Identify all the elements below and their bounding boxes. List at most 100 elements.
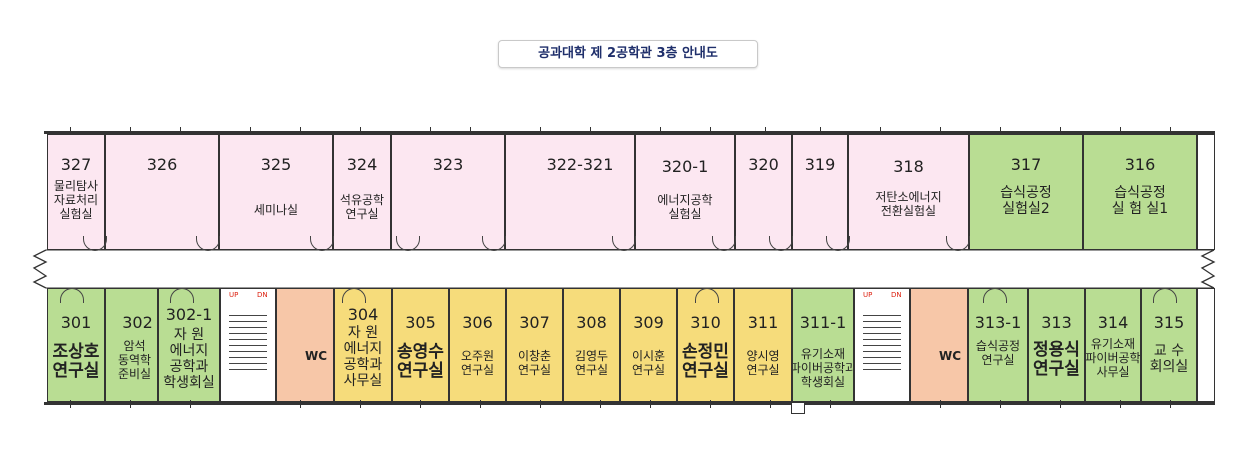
room-number: 317 — [1010, 155, 1042, 174]
room-309[interactable]: 309 이시훈 연구실 — [620, 288, 677, 402]
restroom-west[interactable]: WC — [276, 288, 334, 402]
wall-tick — [300, 127, 301, 135]
wall-tick — [940, 400, 941, 408]
room-320-1[interactable]: 320-1 에너지공학 실험실 — [635, 134, 735, 250]
wall-tick — [650, 400, 651, 408]
room-label: 손정민 연구실 — [682, 342, 729, 381]
stair-down-label: DN — [257, 291, 268, 299]
room-301[interactable]: 301 조상호 연구실 — [47, 288, 105, 402]
wall-tick — [1000, 400, 1001, 408]
wall-tick — [540, 400, 541, 408]
wall-tick — [70, 400, 71, 408]
map-title: 공과대학 제 2공학관 3층 안내도 — [498, 40, 758, 68]
wall-tick — [190, 400, 191, 408]
room-315[interactable]: 315 교 수 회의실 — [1141, 288, 1197, 402]
room-label: 습식공정 연구실 — [975, 339, 1021, 367]
room-number: 302-1 — [165, 305, 213, 324]
room-label: 석유공학 연구실 — [339, 193, 385, 221]
room-313[interactable]: 313 정용식 연구실 — [1028, 288, 1085, 402]
stairwell-east: UP DN — [854, 288, 910, 402]
room-302[interactable]: 302 암석 동역학 준비실 — [105, 288, 158, 402]
room-number: 319 — [804, 155, 836, 174]
room-number: 301 — [60, 313, 92, 332]
exterior-column — [791, 402, 805, 414]
wall-tick — [1120, 400, 1121, 408]
wall-tick — [70, 127, 71, 135]
room-325[interactable]: 325 세미나실 — [219, 134, 333, 250]
room-number: 323 — [432, 155, 464, 174]
wall-tick — [300, 400, 301, 408]
wc-label: WC — [305, 349, 328, 363]
wall-tick — [1060, 127, 1061, 135]
room-308[interactable]: 308 김영두 연구실 — [563, 288, 620, 402]
wall-tick — [765, 127, 766, 135]
room-306[interactable]: 306 오주원 연구실 — [449, 288, 506, 402]
room-320[interactable]: 320 — [735, 134, 792, 250]
wall-tick — [420, 400, 421, 408]
room-311-1[interactable]: 311-1 유기소재 파이버공학과 학생회실 — [792, 288, 854, 402]
room-number: 315 — [1153, 313, 1185, 332]
room-label: 송영수 연구실 — [397, 342, 444, 381]
room-327[interactable]: 327 물리탐사 자료처리 실험실 — [47, 134, 105, 250]
room-label: 김영두 연구실 — [574, 349, 609, 377]
room-label: 습식공정 실 험 실1 — [1111, 185, 1169, 217]
room-number: 305 — [405, 313, 436, 332]
wall-tick — [820, 127, 821, 135]
wall-tick — [1170, 400, 1171, 408]
room-305[interactable]: 305 송영수 연구실 — [392, 288, 449, 402]
wall-tick — [590, 127, 591, 135]
wall-tick — [1170, 127, 1171, 135]
room-label: 자 원 에너지 공학과 학생회실 — [163, 327, 215, 391]
room-311[interactable]: 311 양시영 연구실 — [734, 288, 792, 402]
room-318[interactable]: 318 저탄소에너지 전환실험실 — [848, 134, 969, 250]
restroom-east[interactable]: WC — [910, 288, 968, 402]
room-314[interactable]: 314 유기소재 파이버공학 사무실 — [1085, 288, 1141, 402]
room-307[interactable]: 307 이창춘 연구실 — [506, 288, 563, 402]
room-number: 327 — [60, 155, 92, 174]
room-number: 302 — [122, 313, 153, 332]
wall-tick — [940, 127, 941, 135]
room-label: 오주원 연구실 — [460, 349, 495, 377]
wall-tick — [360, 127, 361, 135]
room-313-1[interactable]: 313-1 습식공정 연구실 — [968, 288, 1028, 402]
wall-tick — [830, 400, 831, 408]
room-324[interactable]: 324 석유공학 연구실 — [333, 134, 391, 250]
room-label: 유기소재 파이버공학과 학생회실 — [792, 347, 854, 389]
wall-tick — [1120, 127, 1121, 135]
room-label: 습식공정 실험실2 — [1000, 185, 1052, 217]
wall-tick — [600, 400, 601, 408]
room-number: 320 — [748, 155, 779, 174]
wall-tick — [130, 400, 131, 408]
room-326[interactable]: 326 — [105, 134, 219, 250]
stairwell-west: UP DN — [220, 288, 276, 402]
wall-tick — [880, 127, 881, 135]
room-316[interactable]: 316 습식공정 실 험 실1 — [1083, 134, 1197, 250]
room-number: 326 — [146, 155, 178, 174]
wall-tick — [430, 127, 431, 135]
room-number: 306 — [462, 313, 493, 332]
room-label: 자 원 에너지 공학과 사무실 — [343, 325, 383, 389]
room-number: 309 — [633, 313, 664, 332]
room-label: 정용식 연구실 — [1033, 340, 1080, 379]
wall-tick — [660, 127, 661, 135]
room-number: 311 — [747, 313, 779, 332]
room-322-321[interactable]: 322-321 — [505, 134, 635, 250]
west-wing-stub — [1197, 134, 1215, 250]
room-label: 이시훈 연구실 — [631, 349, 666, 377]
wall-tick — [250, 127, 251, 135]
east-wing-stub — [1197, 288, 1215, 402]
wall-tick — [130, 127, 131, 135]
room-number: 310 — [690, 313, 721, 332]
room-304[interactable]: 304 자 원 에너지 공학과 사무실 — [334, 288, 392, 402]
room-310[interactable]: 310 손정민 연구실 — [677, 288, 734, 402]
room-319[interactable]: 319 — [792, 134, 848, 250]
wall-tick — [1060, 400, 1061, 408]
room-317[interactable]: 317 습식공정 실험실2 — [969, 134, 1083, 250]
room-323[interactable]: 323 — [391, 134, 505, 250]
wall-tick — [540, 127, 541, 135]
room-302-1[interactable]: 302-1 자 원 에너지 공학과 학생회실 — [158, 288, 220, 402]
wall-tick — [470, 127, 471, 135]
room-label: 양시영 연구실 — [746, 349, 780, 377]
wall-tick — [710, 400, 711, 408]
